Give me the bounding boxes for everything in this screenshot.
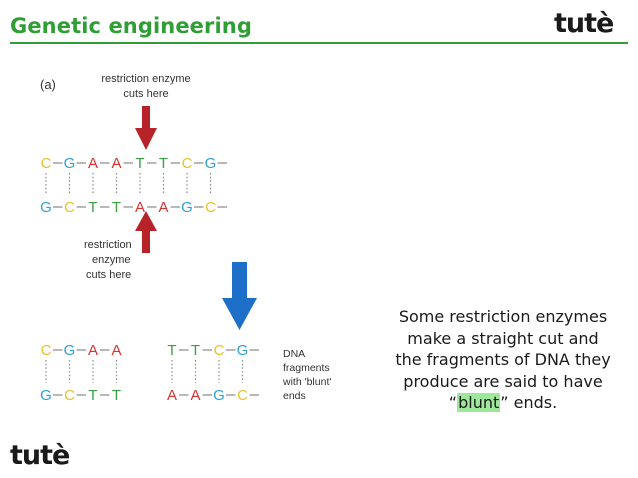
- dna-top-base-2: G: [64, 155, 76, 172]
- dna-bottom-base-7: G: [181, 199, 193, 216]
- caption-line-4: produce are said to have: [403, 371, 603, 391]
- right-fragment-bottom-base-1: A: [167, 387, 177, 404]
- caption-line-5-end: ” ends.: [500, 393, 558, 412]
- left-fragment-top-base-4: A: [111, 342, 121, 359]
- open-quote: “: [448, 393, 458, 412]
- right-fragment-bottom-base-4: C: [237, 387, 248, 404]
- right-fragment-bottom-base-3: G: [213, 387, 225, 404]
- caption-line-2: make a straight cut and: [407, 328, 599, 348]
- dna-bottom-base-6: A: [158, 199, 168, 216]
- dna-bottom-base-2: C: [64, 199, 75, 216]
- left-fragment-top-base-2: G: [64, 342, 76, 359]
- title-underline: [10, 42, 628, 44]
- bottom-enzyme-label-line2: enzyme: [92, 254, 131, 266]
- dna-bottom-base-1: G: [40, 199, 52, 216]
- panel-label: (a): [40, 77, 56, 92]
- dna-top-base-1: C: [41, 155, 52, 172]
- right-fragment-bottom-base-2: A: [190, 387, 200, 404]
- dna-bottom-base-5: A: [135, 199, 145, 216]
- dna-top-base-5: T: [135, 155, 144, 172]
- caption-line-1: Some restriction enzymes: [398, 307, 608, 326]
- left-fragment-bottom-base-3: T: [88, 387, 97, 404]
- left-fragment-bottom-base-4: T: [112, 387, 121, 404]
- tute-logo-bottom: tutè: [10, 440, 70, 471]
- dna-top-base-7: C: [182, 155, 193, 172]
- fragments-label-line3: with 'blunt': [282, 376, 331, 388]
- bottom-enzyme-label-line1: restriction: [84, 239, 132, 251]
- dna-bottom-base-4: T: [112, 199, 121, 216]
- caption-line-5: “blunt” ends.: [372, 392, 634, 414]
- dna-top-base-3: A: [88, 155, 98, 172]
- slide-title: Genetic engineering: [10, 14, 252, 38]
- left-fragment-top-base-1: C: [41, 342, 52, 359]
- tute-logo-top: tutè: [554, 8, 614, 39]
- blunt-ends-diagram: (a) restriction enzyme cuts here CGGCATA…: [40, 73, 331, 404]
- blunt-highlight: blunt: [457, 393, 501, 412]
- left-fragment-bottom-base-1: G: [40, 387, 52, 404]
- fragments-label-line1: DNA: [283, 348, 305, 360]
- top-enzyme-label-line2: cuts here: [123, 88, 168, 100]
- caption-line-3: the fragments of DNA they: [395, 350, 611, 369]
- dna-top-base-6: T: [159, 155, 168, 172]
- right-fragment-top-base-2: T: [191, 342, 200, 359]
- right-fragment-top-base-3: C: [214, 342, 225, 359]
- dna-bottom-base-3: T: [88, 199, 97, 216]
- process-arrow: [222, 262, 257, 330]
- dna-top-base-8: G: [205, 155, 217, 172]
- fragments-label-line4: ends: [283, 390, 306, 402]
- right-fragment-top-base-4: G: [237, 342, 249, 359]
- bottom-enzyme-label-line3: cuts here: [86, 269, 131, 281]
- caption-text: Some restriction enzymes make a straight…: [372, 306, 634, 414]
- top-enzyme-label-line1: restriction enzyme: [101, 73, 190, 85]
- left-fragment-bottom-base-2: C: [64, 387, 75, 404]
- right-fragment-top-base-1: T: [167, 342, 176, 359]
- dna-bottom-base-8: C: [205, 199, 216, 216]
- left-fragment-top-base-3: A: [88, 342, 98, 359]
- fragments-label-line2: fragments: [283, 362, 330, 374]
- bottom-enzyme-arrow: [135, 211, 157, 253]
- dna-top-base-4: A: [111, 155, 121, 172]
- top-enzyme-arrow: [135, 106, 157, 150]
